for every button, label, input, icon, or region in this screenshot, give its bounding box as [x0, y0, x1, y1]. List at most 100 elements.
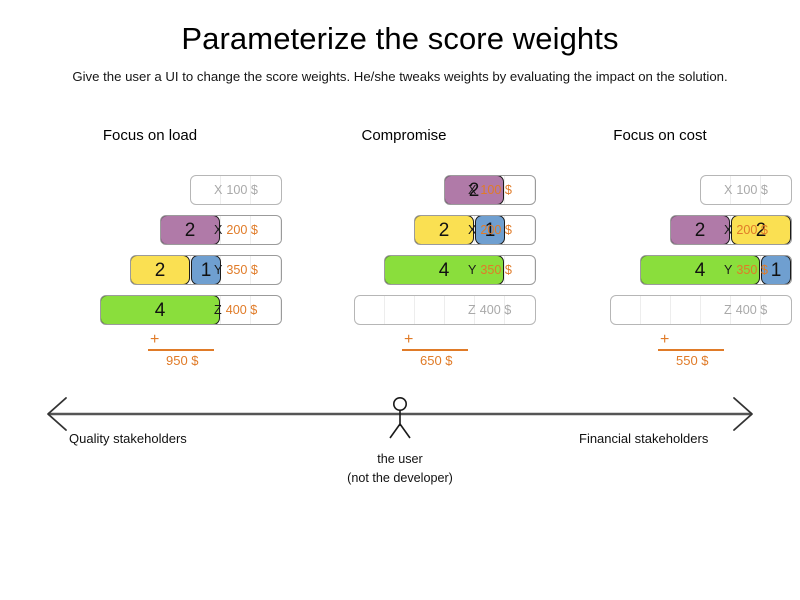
track-cell[interactable]: [701, 216, 731, 244]
track-cell[interactable]: [191, 216, 221, 244]
row-key: X: [214, 183, 223, 197]
weight-track[interactable]: [354, 295, 536, 325]
row-key: Z: [724, 303, 732, 317]
weight-block-yellow[interactable]: 2: [731, 216, 791, 244]
track-cell[interactable]: [221, 216, 251, 244]
row-key: X: [724, 223, 733, 237]
row-cost: 200 $: [736, 223, 768, 237]
row-cost: 350 $: [736, 263, 768, 277]
weight-track[interactable]: 4: [100, 295, 282, 325]
track-cell[interactable]: [191, 176, 221, 204]
track-cell[interactable]: [161, 256, 191, 284]
axis-label-left: Quality stakeholders: [69, 431, 187, 446]
track-cell[interactable]: [251, 216, 281, 244]
weight-track[interactable]: [190, 175, 282, 205]
track-cell[interactable]: [445, 216, 475, 244]
sum-rule: [402, 349, 468, 351]
total-cost: 650 $: [420, 353, 453, 368]
row-cost: 200 $: [226, 223, 258, 237]
sum-plus-symbol: +: [404, 331, 414, 348]
track-cell[interactable]: [475, 256, 505, 284]
row-cost: 100 $: [226, 183, 258, 197]
track-cell[interactable]: [701, 176, 731, 204]
weight-block-blue[interactable]: 1: [191, 256, 221, 284]
track-cell[interactable]: [731, 256, 761, 284]
row-cost: 350 $: [480, 263, 512, 277]
track-cell[interactable]: [475, 176, 505, 204]
row-key: X: [468, 183, 477, 197]
track-cell[interactable]: [251, 256, 281, 284]
weight-block-purple[interactable]: 2: [445, 176, 504, 204]
track-cell[interactable]: [191, 296, 221, 324]
track-cell[interactable]: [221, 296, 251, 324]
weight-block-blue[interactable]: 1: [761, 256, 791, 284]
track-cell[interactable]: [671, 296, 701, 324]
track-cell[interactable]: [251, 296, 281, 324]
weight-track[interactable]: [610, 295, 792, 325]
weight-block-purple[interactable]: 2: [671, 216, 730, 244]
track-cell[interactable]: [641, 296, 671, 324]
weight-block-yellow[interactable]: 2: [131, 256, 190, 284]
weight-block-yellow[interactable]: 2: [415, 216, 474, 244]
row-key: X: [468, 223, 477, 237]
total-cost: 550 $: [676, 353, 709, 368]
track-cell[interactable]: [611, 296, 641, 324]
weight-block-green[interactable]: 4: [101, 296, 220, 324]
weight-blocks: 2: [445, 176, 504, 204]
track-cell[interactable]: [221, 256, 251, 284]
row-key: Z: [214, 303, 222, 317]
weight-block-green[interactable]: 4: [641, 256, 760, 284]
row-cost: 200 $: [480, 223, 512, 237]
page-subtitle: Give the user a UI to change the score w…: [72, 69, 728, 84]
track-cell[interactable]: [505, 216, 535, 244]
row-key: Y: [468, 263, 477, 277]
weight-track[interactable]: 2: [160, 215, 282, 245]
scenario-title: Focus on cost: [613, 127, 707, 144]
track-cell[interactable]: [731, 176, 761, 204]
track-cell[interactable]: [475, 296, 505, 324]
track-cell[interactable]: [355, 296, 385, 324]
scenario-total: +950 $: [138, 332, 282, 369]
track-cell[interactable]: [505, 256, 535, 284]
track-cell[interactable]: [731, 296, 761, 324]
stakeholder-spectrum: Quality stakeholders Financial stakehold…: [0, 392, 800, 502]
track-cell[interactable]: [221, 176, 251, 204]
weight-track[interactable]: [700, 175, 792, 205]
track-cell[interactable]: [445, 296, 475, 324]
weight-track[interactable]: 2: [444, 175, 536, 205]
axis-label-right: Financial stakeholders: [579, 431, 709, 446]
weight-blocks: 2: [161, 216, 220, 244]
track-cell[interactable]: [505, 176, 535, 204]
track-cell[interactable]: [415, 296, 445, 324]
row-key: Y: [214, 263, 223, 277]
weight-block-green[interactable]: 4: [385, 256, 504, 284]
weight-block-blue[interactable]: 1: [475, 216, 505, 244]
row-cost: 400 $: [479, 303, 512, 317]
weight-track[interactable]: 4: [384, 255, 536, 285]
track-cell[interactable]: [701, 296, 731, 324]
track-cell[interactable]: [385, 296, 415, 324]
weight-block-purple[interactable]: 2: [161, 216, 220, 244]
